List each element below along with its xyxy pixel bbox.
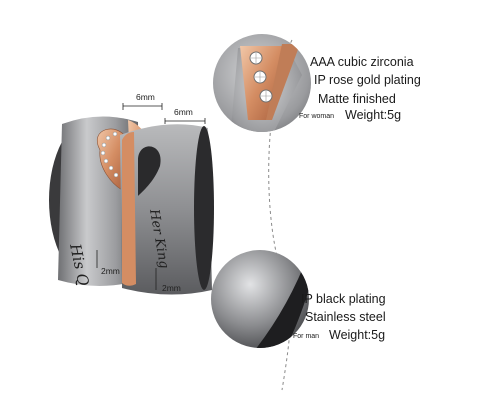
for-woman-label: For woman — [299, 113, 335, 120]
spec-stainless-steel: Stainless steel — [305, 310, 386, 324]
dimension-lines — [96, 103, 206, 290]
spec-rose-gold-plating: IP rose gold plating — [314, 73, 421, 87]
spec-matte-finished: Matte finished — [318, 92, 396, 106]
spec-black-plating: IP black plating — [301, 292, 386, 306]
dimension-thickness-left: 2mm — [101, 266, 120, 276]
man-weight: Weight:5g — [329, 328, 386, 342]
woman-weight: Weight:5g — [345, 108, 402, 122]
zoom-circle-woman — [213, 34, 311, 132]
black-half-heart — [138, 146, 161, 196]
dimension-width-right: 6mm — [174, 107, 193, 117]
spec-cubic-zirconia: AAA cubic zirconia — [310, 55, 414, 69]
for-man-label: For man — [293, 333, 320, 340]
dimension-width-left: 6mm — [136, 92, 155, 102]
dimension-thickness-right: 2mm — [162, 283, 181, 293]
man-ring-drawing: Her King — [120, 124, 214, 295]
